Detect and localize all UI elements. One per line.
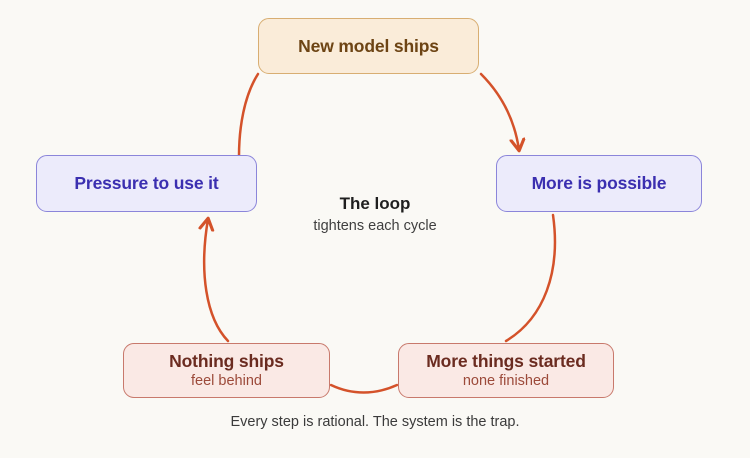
node-more-things-started[interactable]: More things started none finished <box>398 343 614 398</box>
node-title: Nothing ships <box>169 350 284 371</box>
node-nothing-ships[interactable]: Nothing ships feel behind <box>123 343 330 398</box>
edge-new-model-to-more-possible <box>479 72 519 150</box>
node-subtitle: none finished <box>462 372 550 389</box>
node-new-model-ships[interactable]: New model ships <box>258 18 479 74</box>
footer-note: Every step is rational. The system is th… <box>230 414 520 430</box>
node-title: New model ships <box>298 35 439 56</box>
node-title: More things started <box>426 350 586 371</box>
node-pressure-to-use-it[interactable]: Pressure to use it <box>36 155 257 212</box>
node-more-is-possible[interactable]: More is possible <box>496 155 702 212</box>
edge-more-started-to-nothing-ships <box>329 383 399 394</box>
edge-more-possible-to-more-started <box>504 213 557 343</box>
node-title: More is possible <box>531 173 667 194</box>
node-subtitle: feel behind <box>191 372 262 389</box>
node-title: Pressure to use it <box>74 173 219 194</box>
center-caption-subtitle: tightens each cycle <box>313 218 437 235</box>
edge-nothing-ships-to-pressure <box>204 219 230 343</box>
edge-pressure-to-new-model <box>237 72 260 158</box>
center-caption: The loop tightens each cycle <box>270 194 480 236</box>
center-caption-title: The loop <box>339 194 411 213</box>
